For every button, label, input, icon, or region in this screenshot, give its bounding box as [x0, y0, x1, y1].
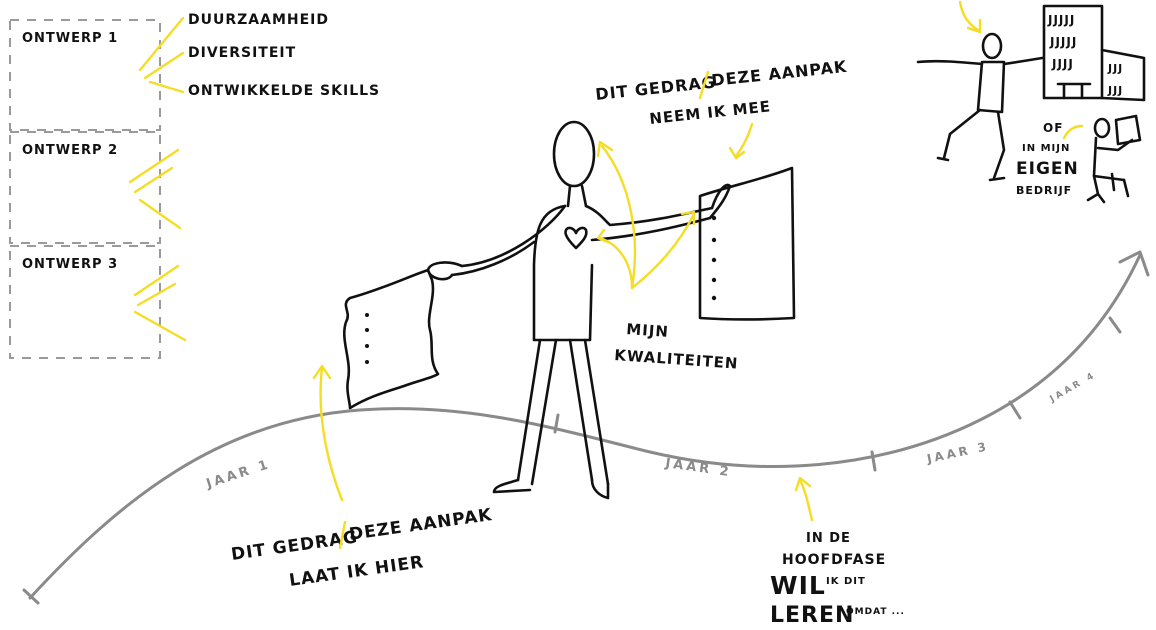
hoofdfase-line2: HOOFDFASE [782, 552, 886, 568]
laptop-worker-icon [1088, 116, 1140, 202]
year-4-label: JAAR 4 [1048, 370, 1099, 405]
timeline-arrow [24, 252, 1148, 603]
yellow-fan-lines-1 [140, 18, 183, 92]
keep-caption-part2: DEZE AANPAK [710, 57, 848, 90]
keep-caption-part1: DIT GEDRAG [594, 72, 716, 104]
year-2-label: JAAR 2 [663, 456, 732, 480]
keep-caption-line2: NEEM IK MEE [649, 97, 772, 128]
item-duurzaamheid: DUURZAAMHEID [188, 12, 329, 28]
item-diversiteit: DIVERSITEIT [188, 45, 296, 61]
svg-text:JJJ: JJJ [1107, 84, 1123, 97]
svg-text:JJJJJ: JJJJJ [1049, 35, 1077, 49]
qualities-line1: MIJN [626, 320, 670, 341]
flag-icon [700, 168, 794, 320]
yellow-fan-lines-2 [130, 150, 180, 228]
hoofdfase-line1: IN DE [806, 531, 851, 546]
hoofdfase-text: IN DE HOOFDFASE WIL IK DIT LEREN OMDAT .… [770, 531, 905, 628]
svg-text:JJJJ: JJJJ [1051, 57, 1074, 71]
ontwerp-1-title: ONTWERP 1 [22, 31, 118, 46]
own-business-line2: IN MIJN [1022, 143, 1070, 154]
own-business-text: OF IN MIJN EIGEN BEDRIJF [1016, 121, 1079, 197]
leave-caption-part2: DEZE AANPAK [348, 505, 494, 545]
qualities-line2: KWALITEITEN [614, 346, 739, 373]
hoofdfase-line3-small: IK DIT [826, 576, 866, 587]
svg-text:JJJ: JJJ [1107, 62, 1123, 75]
ontwerp-3-title: ONTWERP 3 [22, 257, 118, 272]
heart-icon [565, 228, 586, 248]
hoofdfase-line4-small: OMDAT ... [846, 607, 905, 617]
year-3-label: JAAR 3 [925, 439, 990, 466]
ontwerp-2-title: ONTWERP 2 [22, 143, 118, 158]
qualities-label: MIJN KWALITEITEN [614, 320, 739, 373]
year-1-label: JAAR 1 [204, 457, 273, 492]
own-business-line3: EIGEN [1016, 159, 1079, 179]
item-ontwikkelde-skills: ONTWIKKELDE SKILLS [188, 83, 380, 99]
person-icon [428, 122, 730, 498]
svg-text:JJJJJ: JJJJJ [1047, 13, 1075, 27]
keep-caption: DIT GEDRAG DEZE AANPAK NEEM IK MEE [594, 57, 848, 128]
cloth-icon [344, 270, 438, 408]
office-building-icon: JJJJJ JJJJJ JJJJ JJJ JJJ [1044, 6, 1144, 100]
hoofdfase-line3-big: WIL [770, 571, 826, 600]
own-business-line4: BEDRIJF [1016, 184, 1072, 197]
leave-caption-line2: LAAT IK HIER [288, 552, 425, 591]
own-business-line1: OF [1043, 121, 1063, 135]
leave-caption: DIT GEDRAG DEZE AANPAK LAAT IK HIER [230, 505, 494, 591]
hoofdfase-line4-big: LEREN [770, 603, 854, 628]
